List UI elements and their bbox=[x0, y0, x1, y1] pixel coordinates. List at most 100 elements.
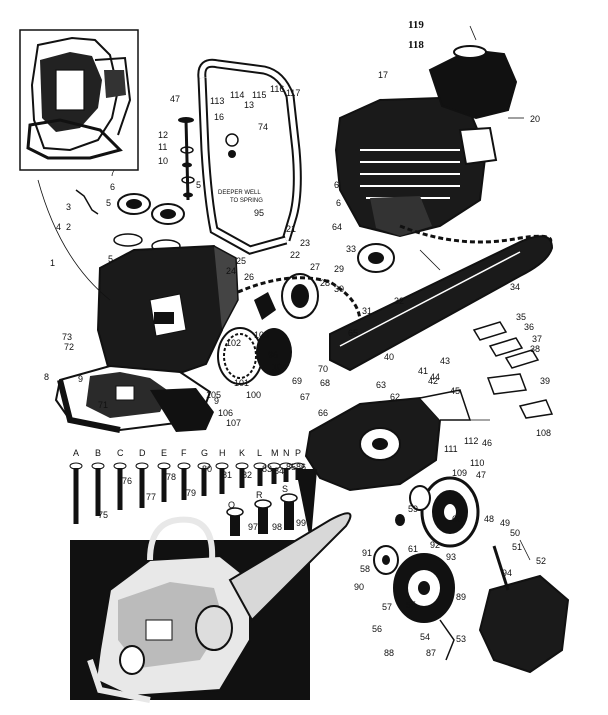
callout-c7: 7 bbox=[110, 168, 115, 178]
callout-c28: 28 bbox=[320, 278, 330, 288]
callout-c29: 29 bbox=[334, 264, 344, 274]
callout-c107: 107 bbox=[226, 418, 241, 428]
callout-c65: 65 bbox=[348, 328, 358, 338]
callout-c73: 73 bbox=[62, 332, 72, 342]
callout-c95: 95 bbox=[254, 208, 264, 218]
callout-c47b: 47 bbox=[476, 470, 486, 480]
fuel-oil-caps bbox=[75, 189, 185, 253]
callout-c77: 77 bbox=[146, 492, 156, 502]
callout-c8: 8 bbox=[44, 372, 49, 382]
guide-bar bbox=[329, 235, 554, 372]
callout-c116: 116 bbox=[270, 84, 284, 94]
screw-letter-g: G bbox=[201, 448, 208, 458]
callout-c89: 89 bbox=[456, 592, 466, 602]
callout-c47: 47 bbox=[170, 94, 180, 104]
screw-letter-s: S bbox=[282, 484, 288, 494]
deeper-well-note: DEEPER WELL bbox=[218, 190, 261, 196]
callout-c5b: 5 bbox=[196, 180, 201, 190]
callout-c103: 103 bbox=[254, 330, 269, 340]
screw-shank bbox=[139, 468, 145, 508]
callout-c78: 78 bbox=[166, 472, 176, 482]
callout-c32: 32 bbox=[394, 296, 404, 306]
callout-c72: 72 bbox=[64, 342, 74, 352]
screw-letter-l: L bbox=[257, 448, 262, 458]
callout-c3: 3 bbox=[66, 202, 71, 212]
handle-bolt-stack bbox=[178, 117, 239, 201]
callout-c6c: 6 bbox=[336, 198, 341, 208]
screw-shank bbox=[73, 468, 79, 524]
callout-c48: 48 bbox=[484, 514, 494, 524]
callout-c102: 102 bbox=[226, 338, 241, 348]
callout-c62: 62 bbox=[390, 392, 400, 402]
callout-c52: 52 bbox=[536, 556, 546, 566]
callout-c60: 60 bbox=[452, 514, 462, 524]
screw-letter-c: C bbox=[117, 448, 124, 458]
callout-c42: 42 bbox=[428, 376, 438, 386]
screw-letter-m: M bbox=[271, 448, 279, 458]
front-handle-bar bbox=[197, 58, 302, 255]
callout-c96: 96 bbox=[268, 350, 278, 360]
callout-c84: 84 bbox=[274, 466, 284, 476]
engine-cylinder bbox=[334, 45, 518, 273]
callout-c6b: 6 bbox=[334, 180, 339, 190]
callout-c110: 110 bbox=[470, 458, 484, 468]
callout-c6: 6 bbox=[110, 182, 115, 192]
clutch-assembly bbox=[373, 545, 455, 661]
callout-c46: 46 bbox=[482, 438, 492, 448]
callout-c11: 11 bbox=[158, 142, 167, 152]
callout-c119: 119 bbox=[408, 19, 424, 31]
callout-c9b: 9 bbox=[78, 374, 83, 384]
callout-c51: 51 bbox=[512, 542, 522, 552]
clutch-drum-sprocket bbox=[395, 476, 480, 548]
callout-c13: 13 bbox=[244, 100, 254, 110]
callout-c38: 38 bbox=[530, 344, 540, 354]
callout-c55: 55 bbox=[406, 600, 416, 610]
screw-shank bbox=[295, 468, 301, 480]
callout-c5c: 5 bbox=[108, 254, 113, 264]
callout-c43: 43 bbox=[440, 356, 450, 366]
callout-c22: 22 bbox=[290, 250, 300, 260]
callout-c50: 50 bbox=[510, 528, 520, 538]
callout-c94: 94 bbox=[502, 568, 512, 578]
callout-c9: 9 bbox=[214, 396, 219, 406]
screw-shank bbox=[201, 468, 207, 496]
callout-c26: 26 bbox=[244, 272, 254, 282]
callout-c40: 40 bbox=[384, 352, 394, 362]
callout-c109: 109 bbox=[452, 468, 467, 478]
callout-c57: 57 bbox=[382, 602, 392, 612]
callout-c25: 25 bbox=[236, 256, 246, 266]
callout-c17: 17 bbox=[378, 70, 388, 80]
callout-c4: 4 bbox=[56, 222, 61, 232]
callout-c105: 105 bbox=[206, 390, 221, 400]
callout-c53: 53 bbox=[456, 634, 466, 644]
callout-c61: 61 bbox=[408, 544, 418, 554]
callout-c117: 117 bbox=[286, 88, 300, 98]
callout-c68: 68 bbox=[320, 378, 330, 388]
callout-c88: 88 bbox=[384, 648, 394, 658]
screw-shank bbox=[283, 468, 289, 482]
callout-c67: 67 bbox=[300, 392, 310, 402]
sprocket-cover bbox=[478, 545, 570, 674]
screw-shank bbox=[239, 468, 245, 488]
callout-c85: 85 bbox=[286, 462, 296, 472]
screw-letter-r: R bbox=[256, 490, 263, 500]
callout-c70: 70 bbox=[318, 364, 328, 374]
callout-c87: 87 bbox=[426, 648, 436, 658]
callout-c34: 34 bbox=[510, 282, 520, 292]
callout-c37: 37 bbox=[532, 334, 542, 344]
screw-letter-d: D bbox=[139, 448, 146, 458]
callout-c16: 16 bbox=[214, 112, 224, 122]
callout-c81: 81 bbox=[222, 470, 232, 480]
callout-c1: 1 bbox=[50, 258, 55, 268]
leader-lines bbox=[37, 25, 531, 561]
callout-c104: 104 bbox=[272, 362, 287, 372]
callout-c111: 111 bbox=[444, 444, 458, 454]
callout-c39: 39 bbox=[540, 376, 550, 386]
callout-c112: 112 bbox=[464, 436, 478, 446]
callout-c44: 44 bbox=[430, 372, 440, 382]
callout-c86: 86 bbox=[296, 462, 306, 472]
callout-c93: 93 bbox=[446, 552, 456, 562]
callout-c118: 118 bbox=[408, 39, 424, 51]
